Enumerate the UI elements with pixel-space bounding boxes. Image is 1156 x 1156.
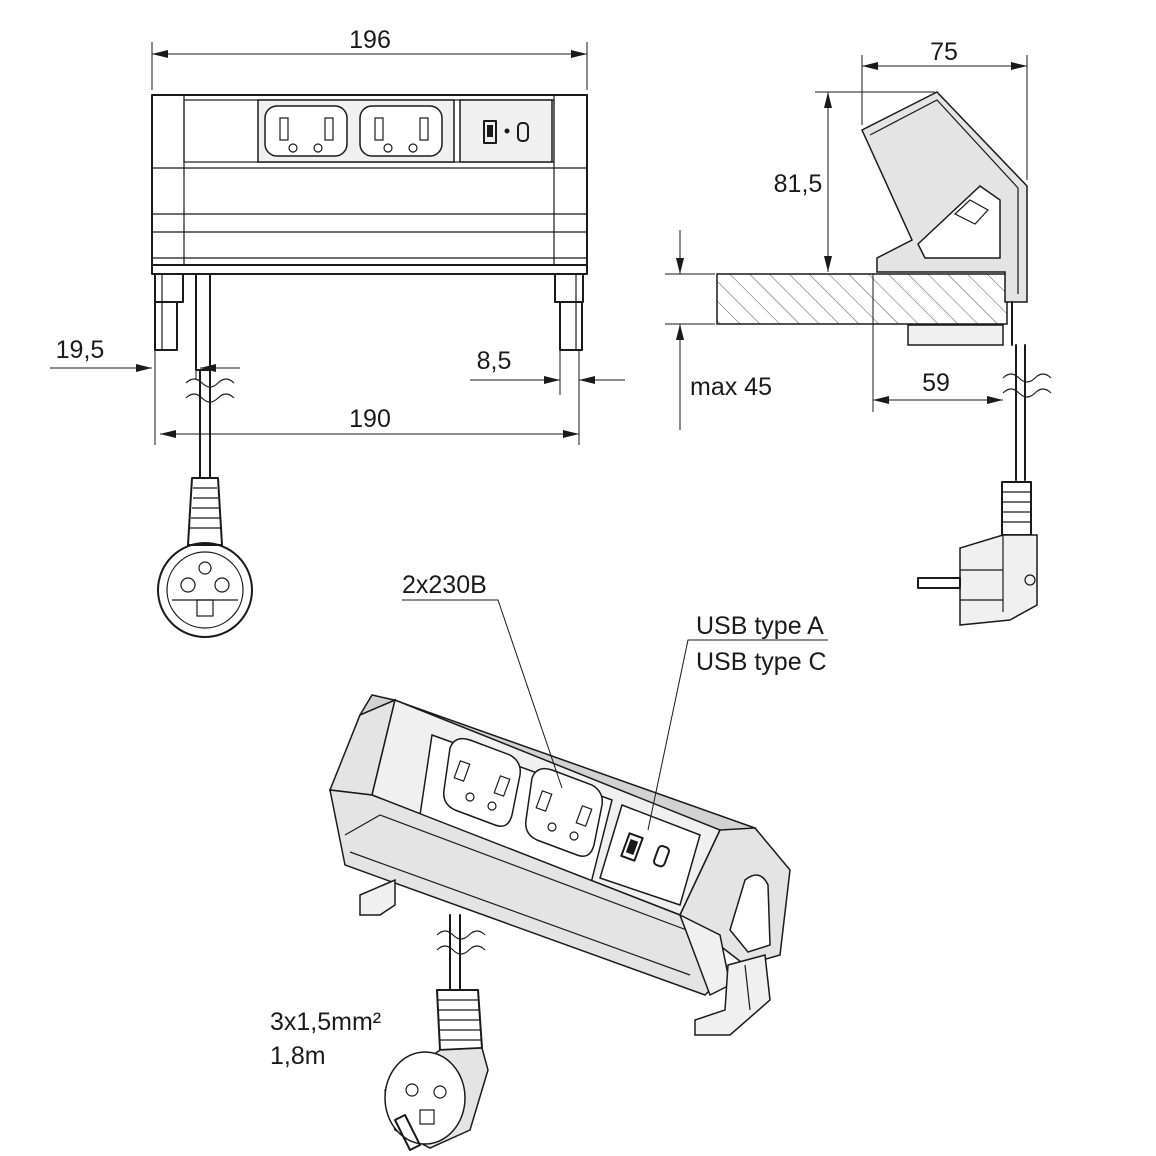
front-clamp-right: [554, 273, 584, 351]
side-window: [917, 185, 1001, 259]
front-socket-2: [359, 105, 443, 157]
iso-clamp-left: [359, 878, 396, 916]
callout-cable-length: 1,8m: [270, 1042, 326, 1070]
callout-usb-c: USB type C: [696, 648, 827, 676]
callout-usb-a: USB type A: [696, 612, 824, 640]
dim-clamp-offset-left: 19,5: [56, 336, 105, 364]
side-clamp: [907, 324, 1004, 346]
front-clamp-left: [154, 273, 211, 371]
callout-cable-section: 3x1,5mm²: [270, 1008, 381, 1036]
callout-line-usb: [647, 639, 700, 831]
dim-clamp-span: 190: [349, 405, 391, 433]
dim-clamp-depth: 59: [922, 369, 950, 397]
iso-clamp-right: [694, 954, 771, 1036]
tabletop-section: [716, 273, 1008, 325]
dim-height: 81,5: [774, 170, 823, 198]
front-plug: [157, 477, 253, 638]
side-plug: [917, 481, 1038, 626]
iso-plug: [384, 989, 489, 1151]
dim-clamp-foot: 8,5: [477, 347, 512, 375]
front-usb-c-port: [517, 122, 529, 142]
iso-usb-c-port: [653, 845, 670, 868]
dim-depth: 75: [930, 38, 958, 66]
front-view: 196 19,5 8,5 190: [50, 26, 625, 638]
dim-top-width: 196: [349, 26, 391, 54]
iso-usb-panel: [599, 804, 701, 906]
isometric-view: 2x230B USB type A USB type C 3x1,5mm² 1,…: [270, 571, 828, 1151]
dim-max-thickness: max 45: [690, 373, 772, 401]
side-view: 75 81,5 max 45 59: [665, 38, 1052, 626]
side-body: [861, 91, 1028, 303]
iso-usb-a-port: [620, 832, 644, 862]
callout-sockets: 2x230B: [402, 571, 487, 599]
front-usb-a-port: [483, 120, 497, 144]
iso-socket-2: [524, 767, 604, 857]
callout-line-sockets: [402, 599, 563, 789]
iso-socket-1: [442, 737, 522, 827]
front-socket-1: [264, 105, 348, 157]
